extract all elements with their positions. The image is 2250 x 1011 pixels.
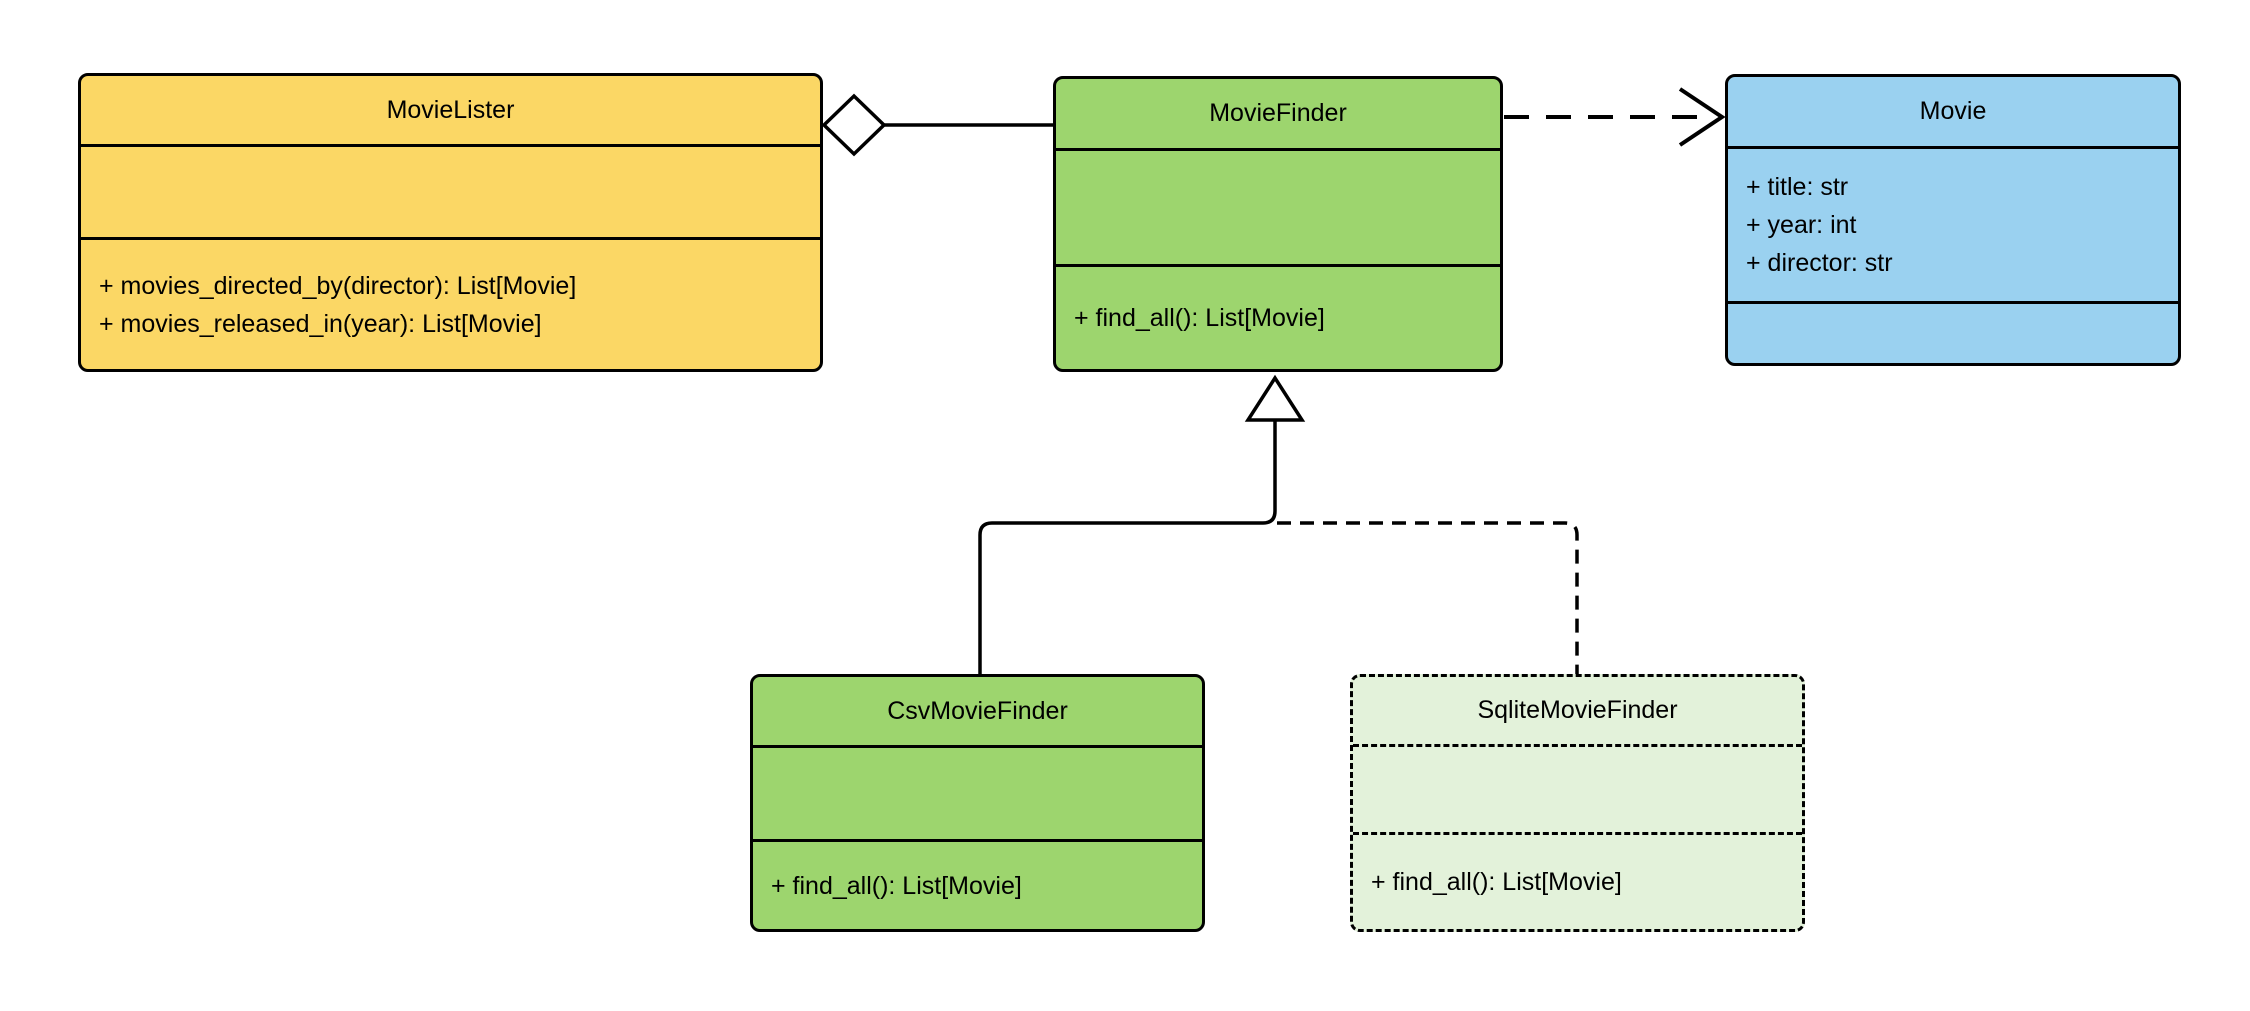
- method-label: + movies_released_in(year): List[Movie]: [99, 309, 542, 338]
- method-label: + movies_directed_by(director): List[Mov…: [99, 271, 577, 300]
- attributes-section: [81, 144, 820, 237]
- inheritance-dashed-connector: [1277, 521, 1579, 676]
- class-title: CsvMovieFinder: [887, 696, 1068, 725]
- attributes-section: [1056, 148, 1500, 264]
- method-label: + find_all(): List[Movie]: [1371, 868, 1622, 896]
- inheritance-dashed-line: [1277, 521, 1579, 676]
- inheritance-solid-connector: [978, 420, 1277, 676]
- dependency-connector: [1504, 87, 1726, 147]
- attributes-section: [753, 745, 1202, 839]
- methods-section: + find_all(): List[Movie]: [1353, 832, 1802, 929]
- class-title: SqliteMovieFinder: [1477, 696, 1678, 724]
- class-title: Movie: [1919, 97, 1987, 125]
- class-box-sqlitemoviefinder[interactable]: SqliteMovieFinder + find_all(): List[Mov…: [1350, 674, 1805, 932]
- class-box-movielister[interactable]: MovieLister + movies_directed_by(directo…: [78, 73, 823, 372]
- inheritance-triangle-icon: [1244, 374, 1306, 422]
- class-title: MovieFinder: [1209, 99, 1347, 127]
- methods-section: + find_all(): List[Movie]: [1056, 264, 1500, 369]
- method-label: + find_all(): List[Movie]: [771, 871, 1022, 900]
- class-box-csvmoviefinder[interactable]: CsvMovieFinder + find_all(): List[Movie]: [750, 674, 1205, 932]
- class-box-moviefinder[interactable]: MovieFinder + find_all(): List[Movie]: [1053, 76, 1503, 372]
- attribute-label: + title: str: [1746, 173, 1849, 201]
- attributes-section: + title: str + year: int + director: str: [1728, 146, 2178, 301]
- methods-section: + movies_directed_by(director): List[Mov…: [81, 237, 820, 369]
- method-label: + find_all(): List[Movie]: [1074, 304, 1325, 332]
- aggregation-connector: [821, 93, 1055, 157]
- methods-section: + find_all(): List[Movie]: [753, 839, 1202, 929]
- attribute-label: + director: str: [1746, 249, 1893, 277]
- class-title: MovieLister: [386, 95, 515, 124]
- attribute-label: + year: int: [1746, 211, 1857, 239]
- class-box-movie[interactable]: Movie + title: str + year: int + directo…: [1725, 74, 2181, 366]
- dependency-arrowhead-icon: [1678, 87, 1726, 147]
- attributes-section: [1353, 744, 1802, 832]
- inheritance-solid-line: [978, 420, 1277, 676]
- aggregation-diamond-icon: [821, 93, 887, 157]
- methods-section: [1728, 301, 2178, 363]
